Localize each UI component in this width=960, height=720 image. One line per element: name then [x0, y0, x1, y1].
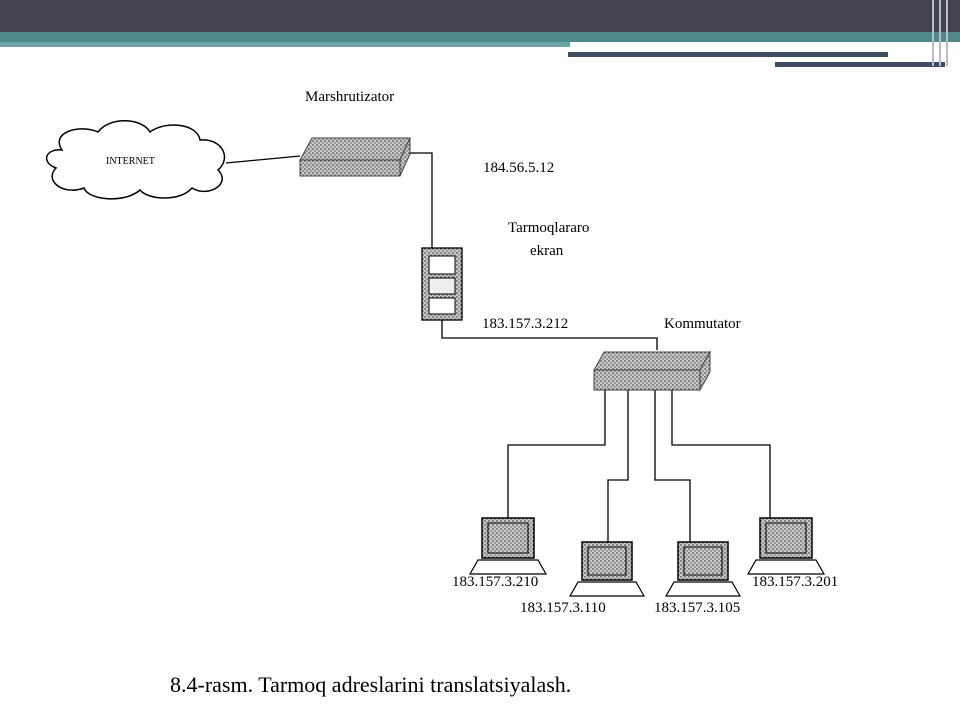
pc1-ip-label: 183.157.3.210	[452, 574, 539, 590]
firewall-ip-label: 183.157.3.212	[482, 316, 569, 332]
router-ip-label: 184.56.5.12	[483, 160, 555, 176]
slide-accent-stripe	[0, 32, 960, 42]
pc3-ip-label: 183.157.3.105	[654, 600, 741, 616]
switch-label: Kommutator	[664, 316, 741, 332]
computer-icon-2	[568, 541, 646, 597]
router-icon	[299, 137, 411, 177]
firewall-label-line1: Tarmoqlararo	[508, 220, 590, 236]
computer-icon-4	[746, 517, 826, 575]
slide-accent-line-1	[568, 52, 888, 57]
computer-icon-3	[664, 541, 742, 597]
pc2-ip-label: 183.157.3.110	[520, 600, 606, 616]
computer-icon-1	[468, 517, 548, 575]
slide-accent-stripe-light	[0, 42, 570, 47]
firewall-label-line2: ekran	[530, 243, 564, 259]
slide-corner-lines	[932, 0, 954, 66]
slide-accent-line-2	[775, 62, 945, 67]
connection-lines	[225, 152, 771, 542]
internet-label: INTERNET	[106, 156, 155, 167]
figure-caption: 8.4-rasm. Tarmoq adreslarini translatsiy…	[170, 672, 572, 697]
router-label: Marshrutizator	[305, 89, 395, 105]
switch-icon	[593, 350, 711, 392]
slide-header-bar	[0, 0, 960, 32]
internet-cloud-icon	[45, 120, 226, 200]
pc4-ip-label: 183.157.3.201	[752, 574, 839, 590]
firewall-icon	[421, 247, 463, 321]
